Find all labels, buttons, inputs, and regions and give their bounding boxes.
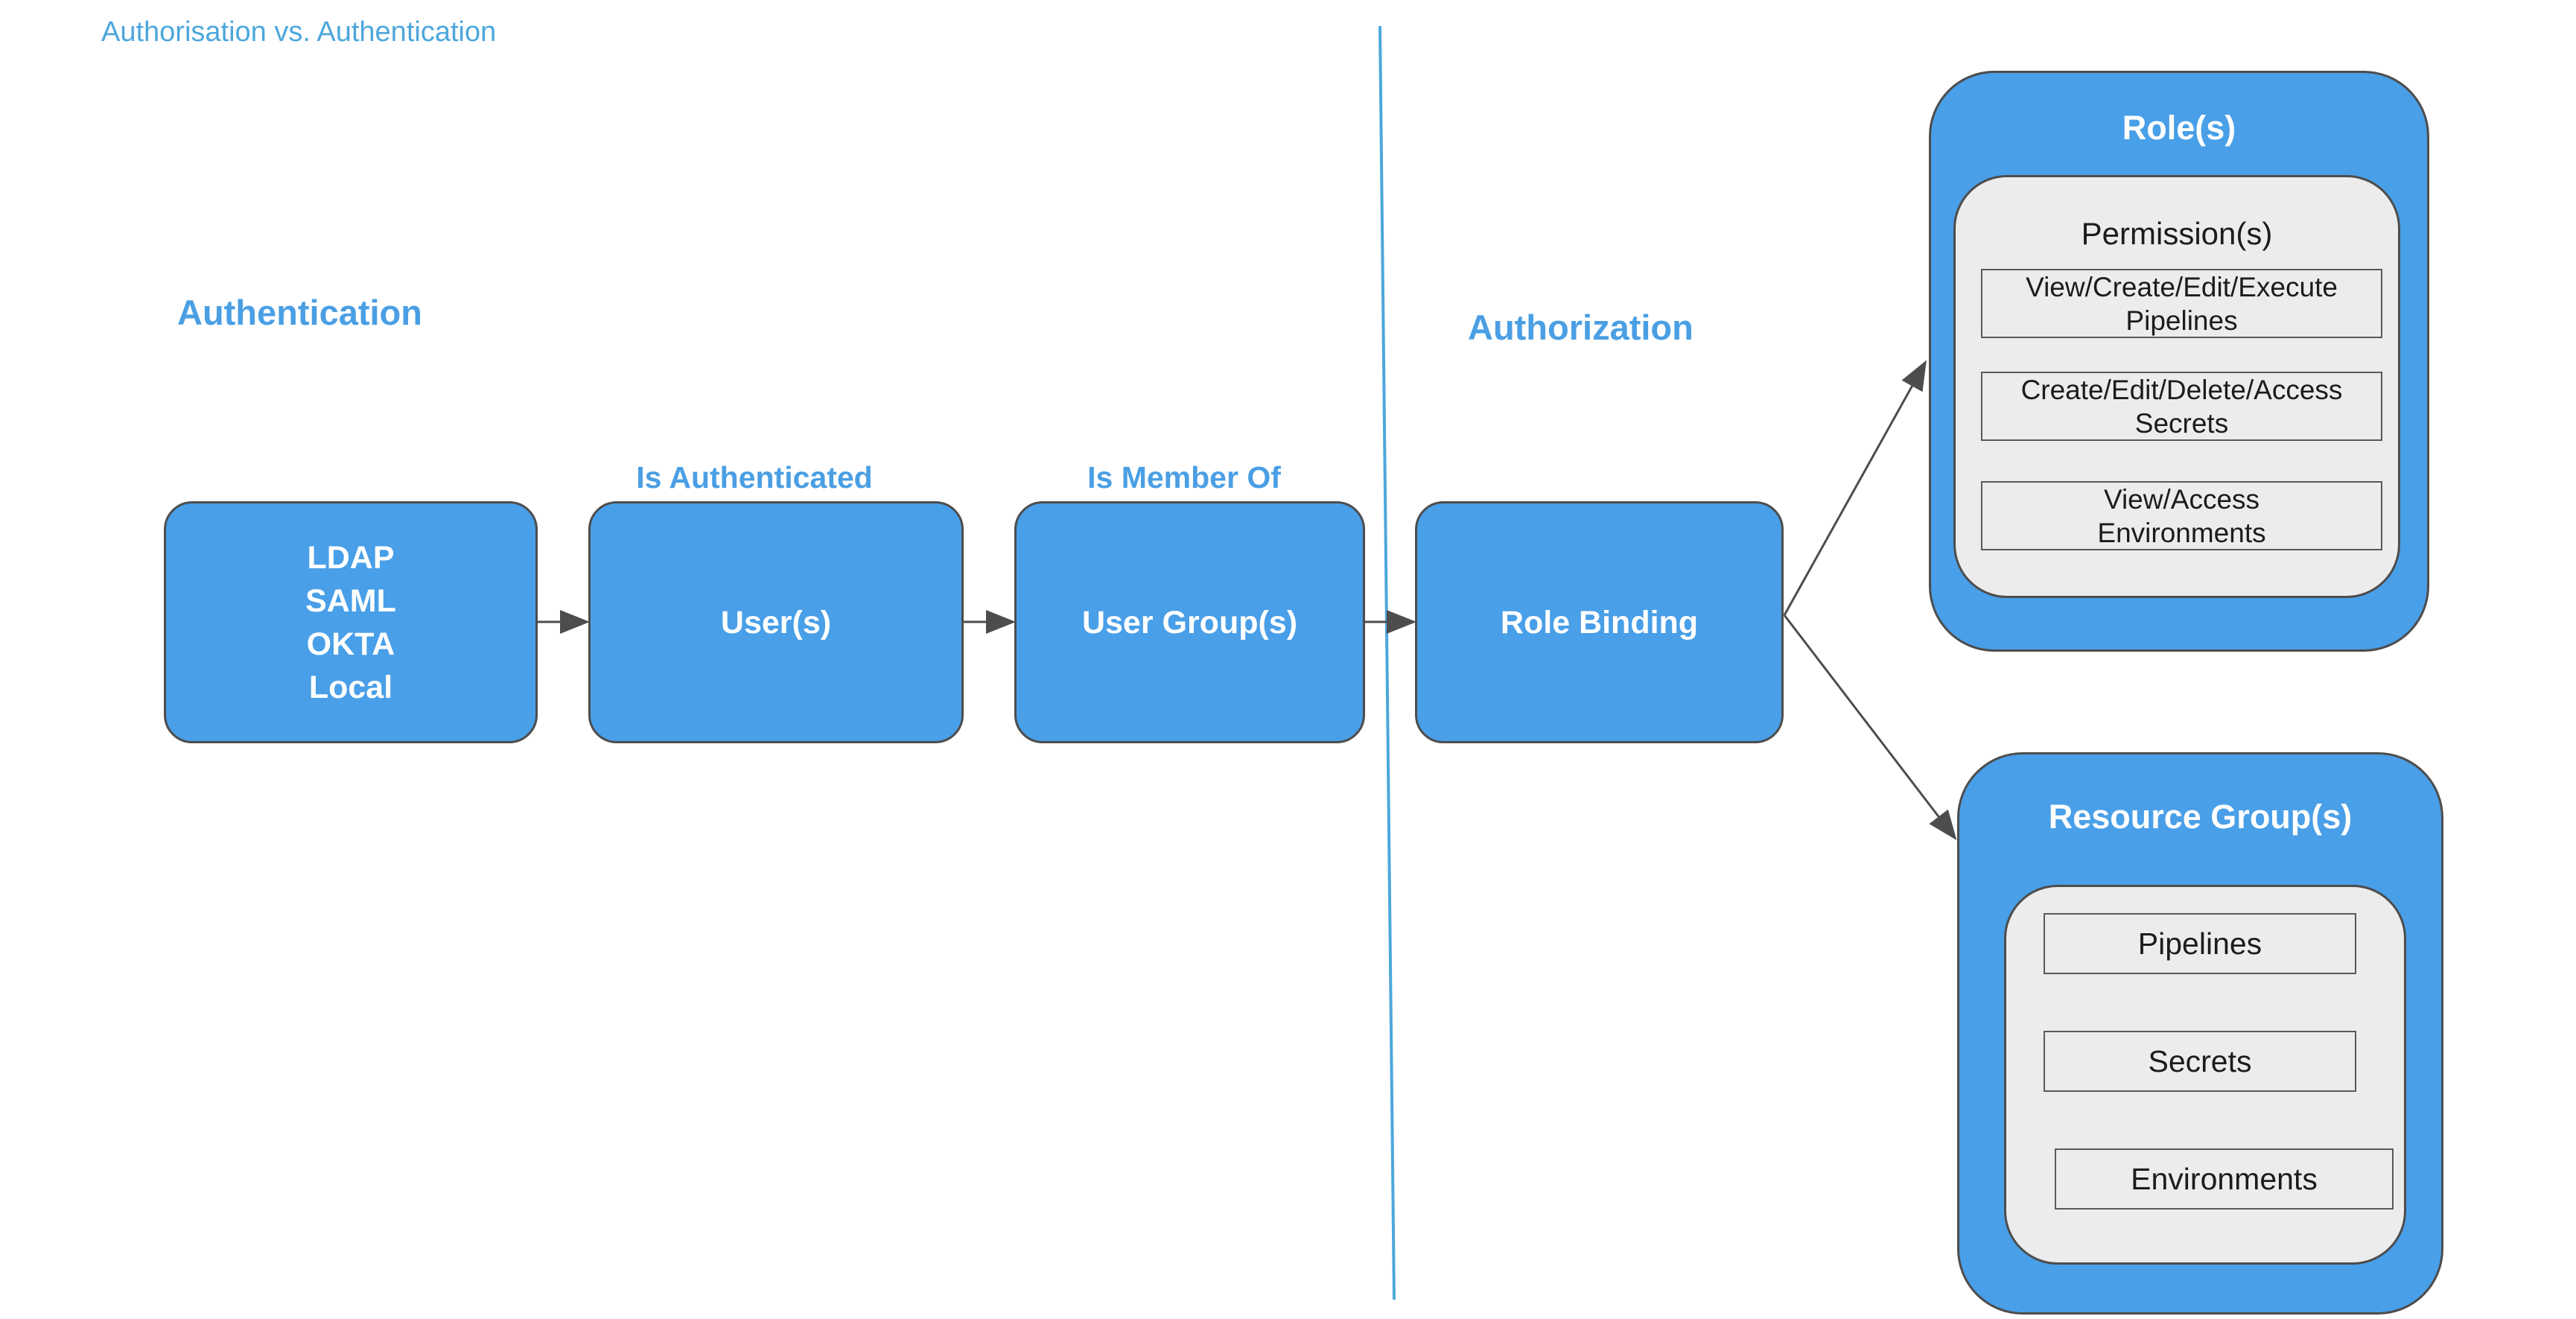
roles-title: Role(s) <box>2122 109 2236 147</box>
is-authenticated-label: Is Authenticated <box>636 460 873 495</box>
resource-item-label: Pipelines <box>2137 926 2262 961</box>
role-binding-label: Role Binding <box>1500 604 1699 641</box>
permission-item-label: View/Create/Edit/Execute Pipelines <box>2026 271 2338 336</box>
users-box: User(s) <box>588 501 964 743</box>
user-groups-box: User Group(s) <box>1014 501 1365 743</box>
permission-item: View/Access Environments <box>1981 481 2382 550</box>
permissions-panel: Permission(s) View/Create/Edit/Execute P… <box>1953 175 2400 598</box>
authentication-heading: Authentication <box>177 293 422 332</box>
is-member-of-label: Is Member Of <box>1087 460 1281 495</box>
permissions-subtitle: Permission(s) <box>2081 216 2273 251</box>
resource-item-label: Environments <box>2131 1161 2318 1196</box>
users-label: User(s) <box>720 604 832 641</box>
permission-item-label: Create/Edit/Delete/Access Secrets <box>2020 374 2343 439</box>
resource-item: Pipelines <box>2044 913 2356 974</box>
resource-item-label: Secrets <box>2148 1043 2252 1078</box>
authorization-heading: Authorization <box>1468 308 1694 347</box>
resource-item: Environments <box>2055 1148 2394 1210</box>
resource-groups-title: Resource Group(s) <box>2048 798 2353 836</box>
section-divider-line <box>1378 25 1396 1300</box>
permission-item: View/Create/Edit/Execute Pipelines <box>1981 269 2382 338</box>
resource-item: Secrets <box>2044 1031 2356 1092</box>
roles-container: Role(s) Permission(s) View/Create/Edit/E… <box>1929 71 2429 652</box>
identity-providers-label: LDAP SAML OKTA Local <box>305 539 396 705</box>
arrow-binding-to-resource-groups <box>1783 614 1957 841</box>
user-groups-label: User Group(s) <box>1081 604 1298 641</box>
role-binding-box: Role Binding <box>1415 501 1784 743</box>
permission-item-label: View/Access Environments <box>2097 483 2266 548</box>
identity-providers-box: LDAP SAML OKTA Local <box>164 501 538 743</box>
resource-groups-container: Resource Group(s) Pipelines Secrets Envi… <box>1957 752 2443 1315</box>
permission-item: Create/Edit/Delete/Access Secrets <box>1981 372 2382 441</box>
arrow-binding-to-roles <box>1783 360 1927 616</box>
resources-panel: Pipelines Secrets Environments <box>2004 885 2406 1265</box>
page-title: Authorisation vs. Authentication <box>101 16 497 48</box>
